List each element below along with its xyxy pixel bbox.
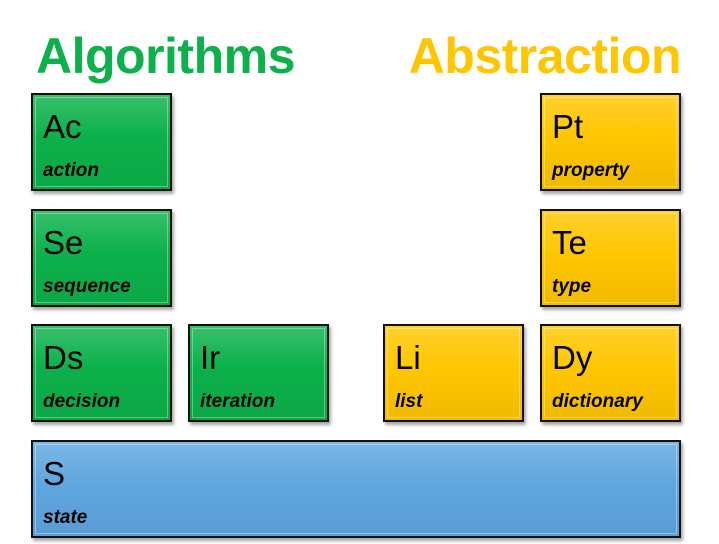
tile-label: dictionary (552, 391, 643, 412)
tile-label: decision (43, 391, 121, 412)
tile-symbol: Li (395, 339, 421, 376)
algorithms-heading: Algorithms (36, 28, 295, 84)
tile-label: iteration (200, 391, 275, 412)
tile-type: Te type (540, 209, 681, 307)
tile-symbol: Ir (200, 339, 221, 376)
tile-label: list (395, 391, 423, 412)
tile-label: property (552, 160, 630, 181)
tile-symbol: Ac (43, 108, 82, 145)
tile-symbol: Ds (43, 339, 84, 376)
tile-iteration: Ir iteration (188, 324, 329, 422)
tile-symbol: Pt (552, 108, 584, 145)
tile-sequence: Se sequence (31, 209, 172, 307)
tile-action: Ac action (31, 93, 172, 191)
tile-symbol: Dy (552, 339, 593, 376)
tile-property: Pt property (540, 93, 681, 191)
tile-dictionary: Dy dictionary (540, 324, 681, 422)
tile-label: action (43, 160, 99, 181)
tile-label: state (43, 507, 88, 528)
tile-symbol: Se (43, 224, 84, 261)
tile-label: sequence (43, 276, 131, 297)
tile-state: S state (31, 440, 681, 538)
tile-list: Li list (383, 324, 524, 422)
tile-decision: Ds decision (31, 324, 172, 422)
tile-label: type (552, 276, 592, 297)
tile-symbol: Te (552, 224, 587, 261)
tile-symbol: S (43, 455, 66, 492)
abstraction-heading: Abstraction (408, 28, 682, 84)
